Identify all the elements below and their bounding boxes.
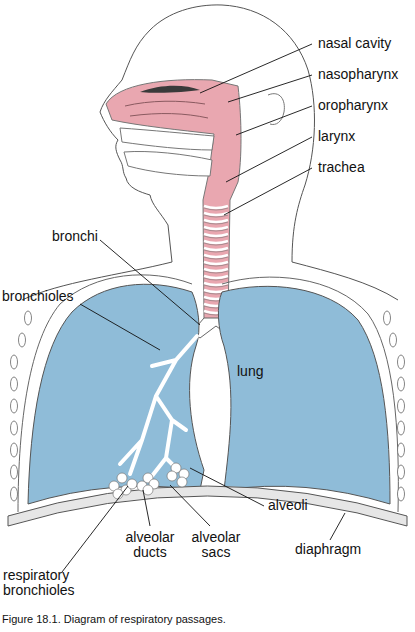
- rib: [398, 421, 405, 435]
- bronchiole-tree: [120, 336, 197, 476]
- part-label: oropharynx: [318, 98, 388, 113]
- alveolus: [177, 477, 187, 487]
- tongue: [124, 151, 212, 176]
- tracheal-ring-edge: [204, 278, 228, 280]
- tracheal-ring-edge: [204, 229, 228, 231]
- rib: [390, 333, 397, 347]
- alveolus: [117, 473, 127, 483]
- alveolus: [167, 471, 177, 481]
- rib: [398, 377, 405, 391]
- alveolus: [143, 485, 153, 495]
- part-label: trachea: [318, 160, 365, 175]
- alveolus: [127, 479, 137, 489]
- tracheal-ring-edge: [204, 271, 228, 273]
- tracheal-ring: [204, 255, 228, 257]
- rib: [11, 487, 18, 501]
- rib: [384, 311, 391, 325]
- rib: [398, 355, 405, 369]
- rib: [398, 465, 405, 479]
- tracheal-ring: [204, 241, 228, 243]
- part-label: bronchioles: [2, 289, 74, 304]
- nasal-turbinate: [125, 101, 208, 118]
- part-label: larynx: [318, 129, 355, 144]
- part-label: alveolar sacs: [184, 530, 248, 560]
- left-lung: [28, 284, 204, 504]
- nasal-turbinate: [140, 86, 200, 93]
- part-label: nasopharynx: [318, 67, 398, 82]
- tracheal-ring-edge: [204, 243, 228, 245]
- rib: [11, 355, 18, 369]
- tracheal-ring: [204, 248, 228, 250]
- tracheal-ring-edge: [204, 257, 228, 259]
- tracheal-ring-edge: [204, 222, 228, 224]
- leader-line: [62, 44, 345, 572]
- part-label: respiratory bronchioles: [3, 568, 93, 598]
- tracheal-ring: [204, 227, 228, 229]
- rib: [398, 443, 405, 457]
- rib: [11, 377, 18, 391]
- figure-caption: Figure 18.1. Diagram of respiratory pass…: [2, 613, 226, 626]
- rib: [11, 465, 18, 479]
- part-label: alveolar ducts: [118, 530, 182, 560]
- rib: [19, 333, 26, 347]
- part-label: nasal cavity: [318, 36, 391, 51]
- tracheal-ring-edge: [204, 236, 228, 238]
- tracheal-ring-edge: [204, 208, 228, 210]
- tracheal-ring: [204, 206, 228, 208]
- tracheal-ring-edge: [204, 285, 228, 287]
- tracheal-ring-edge: [204, 215, 228, 217]
- tracheal-ring: [204, 220, 228, 222]
- tracheal-ring: [204, 234, 228, 236]
- tracheal-ring: [204, 262, 228, 264]
- pleura-outline: [18, 275, 398, 512]
- rib: [25, 311, 32, 325]
- tracheal-ring: [204, 276, 228, 278]
- alveolar-sacs: [109, 463, 189, 499]
- rib: [398, 399, 405, 413]
- part-label: bronchi: [52, 229, 98, 244]
- tracheal-ring-edge: [204, 250, 228, 252]
- right-lung: [218, 286, 390, 504]
- part-label: diaphragm: [295, 542, 361, 557]
- part-label: alveoli: [268, 498, 308, 513]
- palate: [120, 128, 214, 150]
- rib: [11, 421, 18, 435]
- part-label: lung: [237, 364, 263, 379]
- tracheal-ring-edge: [204, 264, 228, 266]
- rib: [11, 399, 18, 413]
- tracheal-ring: [204, 269, 228, 271]
- rib: [398, 487, 405, 501]
- diaphragm: [8, 486, 407, 526]
- rib: [11, 443, 18, 457]
